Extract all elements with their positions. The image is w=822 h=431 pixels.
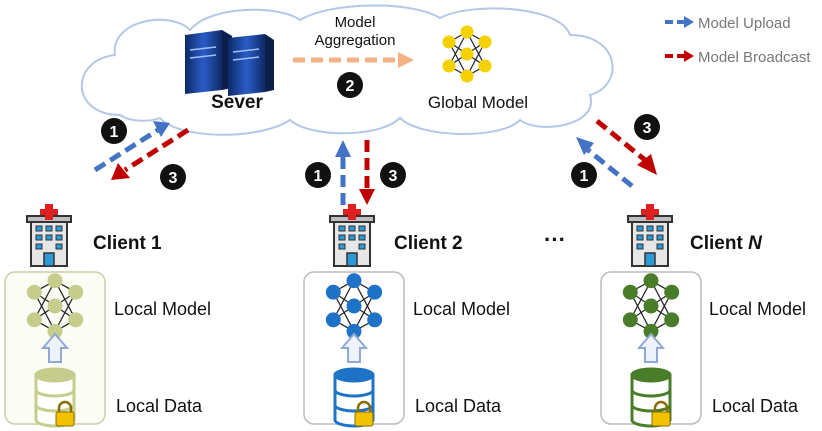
aggregation-arrow <box>293 52 414 68</box>
clientn-data-label: Local Data <box>712 396 799 416</box>
client2-local-model-icon <box>325 273 383 339</box>
clientn-hospital-icon <box>627 203 673 267</box>
lock-icon <box>651 400 671 427</box>
clientn-up-arrow <box>636 332 666 363</box>
client1-step-3-badge: 3 <box>160 164 186 190</box>
svg-text:3: 3 <box>169 170 178 187</box>
client2-data-label: Local Data <box>415 396 502 416</box>
legend-upload-label: Model Upload <box>698 15 791 32</box>
client1-local-model-icon <box>26 273 84 339</box>
client1-name: Client 1 <box>93 233 162 254</box>
svg-text:3: 3 <box>643 120 652 137</box>
svg-text:1: 1 <box>580 168 589 185</box>
clientn-broadcast-arrow <box>595 119 657 175</box>
client1-upload-arrow <box>93 121 170 173</box>
ellipsis: ··· <box>544 227 566 252</box>
legend-broadcast-label: Model Broadcast <box>698 49 811 66</box>
global-model-icon <box>442 25 492 83</box>
aggregation-label-line2: Aggregation <box>315 32 396 49</box>
svg-text:3: 3 <box>389 168 398 185</box>
client2-broadcast-arrow <box>359 140 375 205</box>
server-label: Sever <box>211 92 263 113</box>
lock-icon <box>354 400 374 427</box>
client1-step-1-badge: 1 <box>101 118 127 144</box>
global-network <box>442 25 492 83</box>
clientn-upload-arrow <box>576 137 634 188</box>
lock-icon <box>55 400 75 427</box>
client2-model-label: Local Model <box>413 299 510 319</box>
clientn-step-3-badge: 3 <box>634 114 660 140</box>
client2-up-arrow <box>339 332 369 363</box>
client1-hospital-icon <box>26 203 72 267</box>
svg-text:1: 1 <box>110 124 119 141</box>
server-icon <box>185 30 274 96</box>
step-2-badge: 2 <box>337 72 363 98</box>
legend-upload: Model Upload <box>665 15 791 32</box>
client1-model-label: Local Model <box>114 299 211 319</box>
aggregation-label-line1: Model <box>335 14 376 31</box>
client1-data-label: Local Data <box>116 396 203 416</box>
clientn-local-model-icon <box>622 273 680 339</box>
client2-upload-arrow <box>335 140 351 205</box>
clientn-database-icon <box>630 367 672 428</box>
client1-broadcast-arrow <box>111 127 190 180</box>
client1-up-arrow <box>40 332 70 363</box>
svg-text:2: 2 <box>346 78 355 95</box>
client2-database-icon <box>333 367 375 428</box>
client2-name: Client 2 <box>394 233 463 254</box>
client2-step-3-badge: 3 <box>380 162 406 188</box>
svg-text:1: 1 <box>314 168 323 185</box>
client2-step-1-badge: 1 <box>305 162 331 188</box>
client1-database-icon <box>34 367 76 428</box>
client2-hospital-icon <box>329 203 375 267</box>
clientn-model-label: Local Model <box>709 299 806 319</box>
clientn-step-1-badge: 1 <box>571 162 597 188</box>
clientn-name: Client N <box>690 233 763 254</box>
global-model-label: Global Model <box>428 93 528 112</box>
legend-broadcast: Model Broadcast <box>665 49 811 66</box>
